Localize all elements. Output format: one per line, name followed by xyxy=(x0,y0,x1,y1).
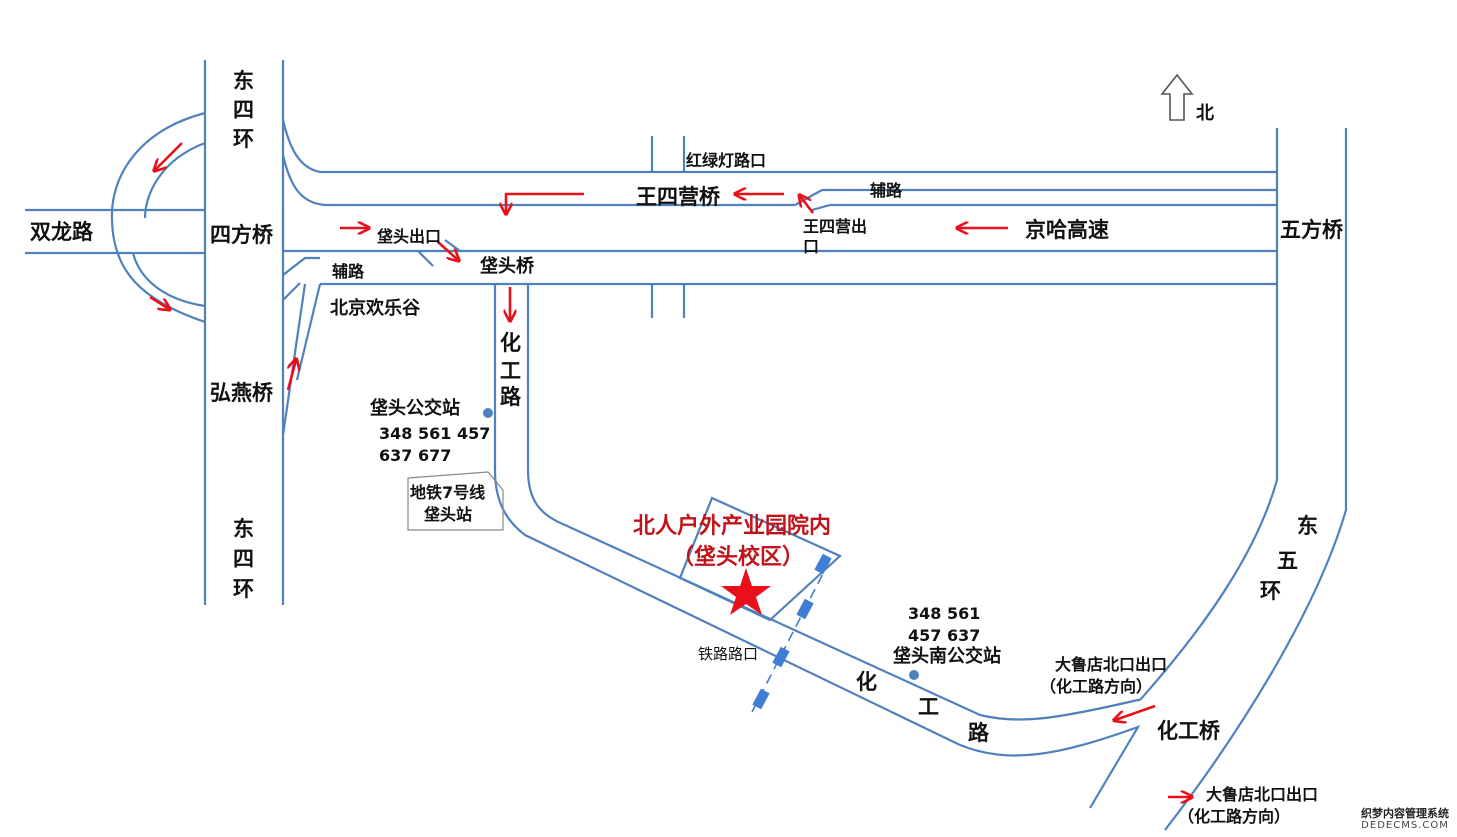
east-5th-ring-label-2: 五 xyxy=(1277,549,1298,573)
wusiying-exit-ramp xyxy=(794,188,1277,212)
huagong-road-west-edge xyxy=(493,284,1141,809)
direction-arrow-huagong-bridge xyxy=(1115,704,1156,720)
direction-arrow-hongyan xyxy=(286,360,296,391)
hongyan-bridge-label: 弘燕桥 xyxy=(210,381,274,405)
daludian-exit-2-direction: （化工路方向） xyxy=(1178,807,1290,826)
watermark: 织梦内容管理系统 DEDECMS.COM xyxy=(1361,806,1449,831)
fulu-left-connector xyxy=(282,256,320,301)
huagong-road-east-edge xyxy=(526,284,1140,721)
baotou-bus-stop-label: 垡头公交站 xyxy=(370,397,460,419)
cloverleaf-inner-ramp xyxy=(131,141,206,308)
star-icon xyxy=(721,568,771,615)
east-4th-ring-label-bottom-1: 东 xyxy=(233,517,254,541)
east-5th-ring-label-3: 环 xyxy=(1260,579,1281,603)
east-4th-ring-label-bottom-3: 环 xyxy=(233,577,254,601)
east-4th-ring-label-top-2: 四 xyxy=(233,98,254,122)
railway-marker-2 xyxy=(796,598,814,620)
baotou-bus-stop-dot xyxy=(483,408,493,418)
east-5th-ring-east-edge xyxy=(1164,128,1348,831)
metro-station-box xyxy=(407,471,504,531)
baotou-south-bus-routes-2: 457 637 xyxy=(908,626,980,645)
huagong-road-label-south-3: 路 xyxy=(968,721,990,745)
direction-arrows xyxy=(149,142,1191,797)
traffic-light-label: 红绿灯路口 xyxy=(686,151,766,170)
direction-arrow-wusiying-exit xyxy=(800,196,815,214)
east-5th-ring-label-1: 东 xyxy=(1297,514,1318,538)
sifang-bridge-label: 四方桥 xyxy=(210,223,274,247)
baotou-bus-routes-2: 637 677 xyxy=(379,446,451,465)
huagong-bridge-label: 化工桥 xyxy=(1157,719,1221,743)
jingha-fulu-west-curve xyxy=(281,119,321,174)
north-arrow-icon xyxy=(1160,73,1194,121)
direction-arrow-cloverleaf-top xyxy=(155,142,183,170)
destination-campus: （垡头校区） xyxy=(672,544,804,570)
railway-line xyxy=(751,553,832,713)
fulu-upper-label: 辅路 xyxy=(870,181,903,200)
railway-marker-4 xyxy=(752,688,770,710)
baotou-bus-routes-1: 348 561 457 xyxy=(379,424,490,443)
huagong-road-label-south-2: 工 xyxy=(918,695,939,719)
daludian-exit-2-label: 大鲁店北口出口 xyxy=(1206,785,1318,804)
wusiying-bridge-label: 王四营桥 xyxy=(636,185,721,209)
railway-track xyxy=(751,559,831,713)
railway-marker-1 xyxy=(814,553,832,575)
north-label: 北 xyxy=(1196,103,1214,124)
map-labels: 东 四 环 东 四 环 东 五 环 化 工 路 化 工 路 双龙路 四方桥 弘燕… xyxy=(30,69,1344,826)
watermark-domain: DEDECMS.COM xyxy=(1361,820,1449,831)
baotou-south-bus-routes-1: 348 561 xyxy=(908,604,980,623)
campus-boundary xyxy=(678,496,842,622)
huagong-road-label-north-2: 工 xyxy=(500,359,521,383)
daludian-exit-1-label: 大鲁店北口出口 xyxy=(1055,655,1167,674)
wusiying-exit-label-1: 王四营出 xyxy=(803,217,867,236)
destination-name: 北人户外产业园院内 xyxy=(633,513,831,539)
wusiying-exit-label-2: 口 xyxy=(803,237,819,256)
direction-arrow-baotou-ramp xyxy=(437,241,458,260)
hongyan-ramp-b xyxy=(295,283,322,381)
east-4th-ring-label-bottom-2: 四 xyxy=(233,547,254,571)
metro-station-label-2: 垡头站 xyxy=(424,505,472,524)
huagong-road-label-north-1: 化 xyxy=(500,331,521,355)
shuanglong-road-label: 双龙路 xyxy=(30,220,94,244)
baotou-bridge-label: 垡头桥 xyxy=(480,255,535,277)
cloverleaf-outer-ramp xyxy=(110,111,206,324)
happy-valley-label: 北京欢乐谷 xyxy=(330,297,421,319)
baotou-south-bus-stop-label: 垡头南公交站 xyxy=(893,645,1001,667)
watermark-title: 织梦内容管理系统 xyxy=(1361,806,1449,820)
direction-arrow-west-turn xyxy=(506,192,584,213)
east-4th-ring-label-top-1: 东 xyxy=(233,69,254,93)
huagong-road-label-south-1: 化 xyxy=(856,670,877,694)
road-network xyxy=(25,60,1348,831)
huagong-road-label-north-3: 路 xyxy=(500,385,522,409)
jingha-main-north-edge-left xyxy=(281,154,795,207)
wufang-bridge-label: 五方桥 xyxy=(1280,218,1344,242)
direction-arrow-cloverleaf-bottom xyxy=(149,295,169,309)
east-5th-ring-west-edge xyxy=(1139,128,1279,701)
jingha-expressway-label: 京哈高速 xyxy=(1025,218,1109,242)
fulu-left-label: 辅路 xyxy=(332,262,365,281)
railway-crossing-label: 铁路路口 xyxy=(698,645,758,663)
daludian-exit-1-direction: （化工路方向） xyxy=(1040,677,1152,696)
baotou-south-bus-stop-dot xyxy=(909,670,919,680)
railway-marker-3 xyxy=(772,646,790,668)
baotou-exit-label: 垡头出口 xyxy=(377,227,441,246)
metro-station-label-1: 地铁7号线 xyxy=(410,483,485,502)
east-4th-ring-label-top-3: 环 xyxy=(233,127,254,151)
